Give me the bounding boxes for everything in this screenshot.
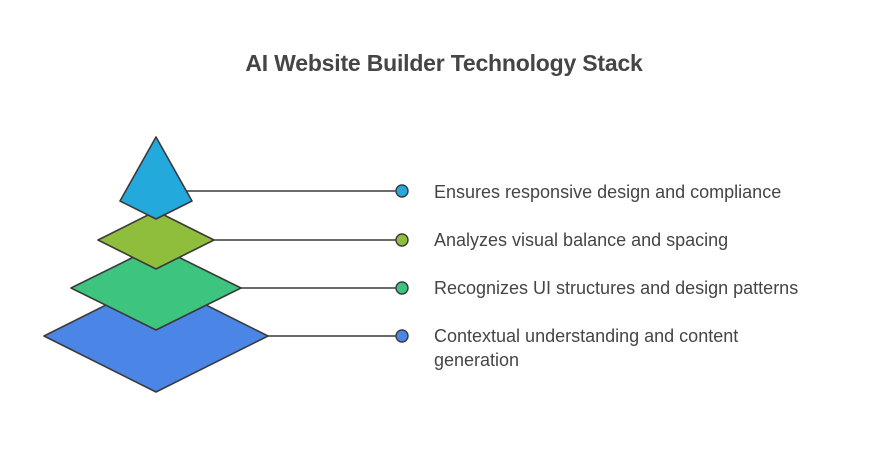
- layer-3-label: Recognizes UI structures and design patt…: [434, 278, 799, 298]
- layer-4-dot: [395, 329, 409, 343]
- layer-3-dot: [395, 281, 409, 295]
- diagram-title: AI Website Builder Technology Stack: [245, 50, 643, 76]
- layer-1-label: Ensures responsive design and compliance: [434, 182, 782, 202]
- layer-1-shape: [119, 136, 193, 220]
- layer-1-dot: [395, 184, 409, 198]
- layer-2-label: Analyzes visual balance and spacing: [434, 230, 729, 250]
- layer-4-label: Contextual understanding and content gen…: [434, 326, 739, 370]
- layer-2-dot: [395, 233, 409, 247]
